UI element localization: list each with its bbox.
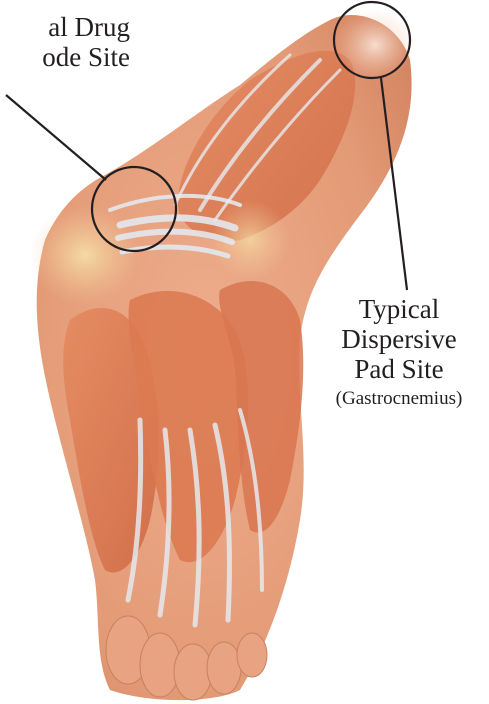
pad-label-line1: Typical xyxy=(310,294,488,324)
pad-label-muscle: (Gastrocnemius) xyxy=(310,388,488,409)
drug-label-line2: ode Site xyxy=(0,42,130,72)
pad-label-line2: Dispersive xyxy=(310,324,488,354)
drug-label-line1: al Drug xyxy=(0,12,130,42)
drug-electrode-pointer-line xyxy=(6,95,106,180)
pad-label-line3: Pad Site xyxy=(310,354,488,384)
dispersive-pad-site-label: Typical Dispersive Pad Site (Gastrocnemi… xyxy=(310,294,488,409)
drug-electrode-site-label: al Drug ode Site xyxy=(0,12,130,72)
heel-highlight xyxy=(30,205,140,305)
